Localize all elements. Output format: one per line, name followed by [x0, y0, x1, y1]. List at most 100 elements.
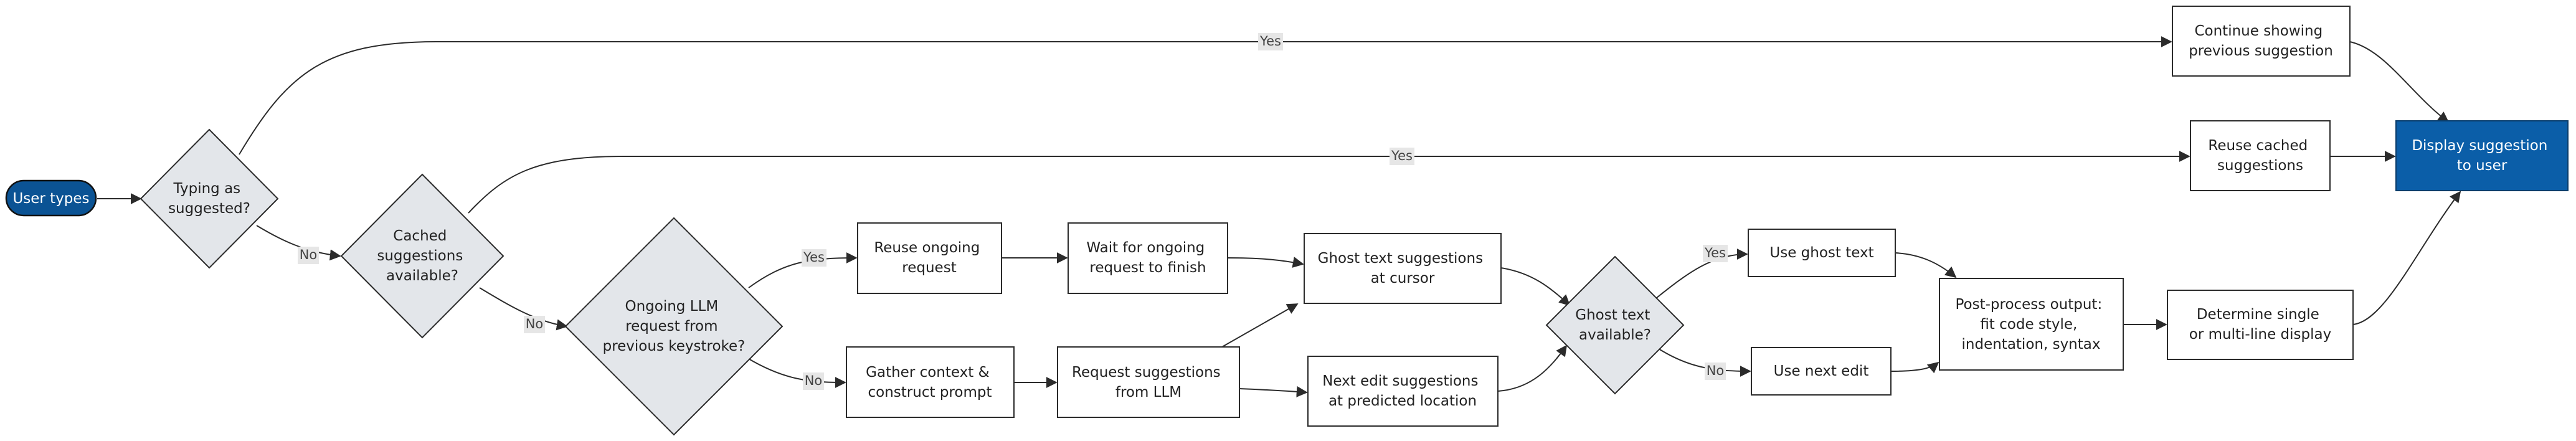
- node-continue-previous: Continue showing previous suggestion: [2172, 6, 2351, 77]
- node-use-ghost-text: Use ghost text: [1748, 229, 1896, 277]
- node-label-line: to user: [2457, 158, 2507, 174]
- svg-text:Reuse cached suggestions: Reuse cached suggestions: [2208, 138, 2312, 174]
- node-label-line: request: [902, 260, 956, 276]
- svg-text:Cached suggestions: Cached suggestions available?: [377, 228, 467, 284]
- node-label-line: construct prompt: [868, 384, 992, 401]
- edge-ghost-cursor-to-available: [1500, 267, 1571, 306]
- node-label-line: Use next edit: [1774, 363, 1869, 379]
- node-label-line: Request suggestions: [1072, 364, 1221, 381]
- svg-text:No: No: [300, 247, 318, 262]
- svg-text:Ghost text available?: Ghost text available?: [1575, 307, 1655, 343]
- node-label-line: previous suggestion: [2189, 43, 2333, 59]
- node-use-next-edit: Use next edit: [1751, 347, 1892, 396]
- node-gather-context: Gather context & construct prompt: [846, 346, 1015, 418]
- node-label-line: request from: [625, 318, 717, 334]
- edge-use-ghost-to-post: [1895, 252, 1957, 278]
- edge-label-cached-no: No: [524, 316, 545, 333]
- node-label-line: from LLM: [1115, 384, 1181, 401]
- node-ghost-text-cursor: Ghost text suggestions at cursor: [1304, 233, 1502, 304]
- svg-text:No: No: [805, 373, 823, 388]
- svg-text:Determine single or mult: Determine single or multi-line display: [2189, 306, 2331, 343]
- node-reuse-cached: Reuse cached suggestions: [2190, 120, 2331, 191]
- node-label-line: User types: [12, 191, 89, 207]
- svg-text:Reuse ongoing request: Reuse ongoing request: [874, 240, 984, 276]
- edge-available-no-to-use-next: [1656, 347, 1751, 377]
- decision-ghost-text-available: Ghost text available?: [1545, 255, 1685, 395]
- node-label-line: previous keystroke?: [603, 338, 746, 354]
- node-wait-ongoing: Wait for ongoing request to finish: [1068, 222, 1228, 294]
- svg-text:Yes: Yes: [1704, 245, 1726, 260]
- node-label-line: Post-process output:: [1955, 296, 2102, 313]
- decision-ongoing-request: Ongoing LLM request from previous keystr…: [564, 217, 784, 436]
- svg-text:Typing as suggested?: Typing as suggested?: [168, 181, 250, 217]
- svg-text:Request suggestions from: Request suggestions from LLM: [1072, 364, 1225, 401]
- edge-typing-yes-to-continue: [239, 36, 2172, 155]
- edge-label-ghost-no: No: [1705, 363, 1726, 380]
- svg-text:Display suggestion to us: Display suggestion to user: [2412, 138, 2552, 174]
- svg-text:Yes: Yes: [803, 250, 825, 265]
- node-label-line: Typing as: [173, 181, 241, 197]
- edge-cached-yes-to-reuse-cached: [468, 151, 2190, 214]
- edge-continue-to-display: [2349, 41, 2450, 123]
- node-label-line: Display suggestion: [2412, 138, 2547, 154]
- node-determine-display: Determine single or multi-line display: [2167, 290, 2354, 360]
- node-label-line: indentation, syntax: [1962, 336, 2101, 353]
- svg-text:Use next edit: Use next edit: [1774, 363, 1869, 379]
- node-reuse-ongoing-request: Reuse ongoing request: [857, 222, 1002, 294]
- node-label-line: suggestions: [377, 248, 463, 264]
- node-label-line: Reuse ongoing: [874, 240, 980, 256]
- node-label-line: fit code style,: [1980, 316, 2077, 333]
- node-label-line: Cached: [393, 228, 447, 244]
- edge-label-cached-yes: Yes: [1390, 148, 1414, 165]
- node-label-line: Wait for ongoing: [1086, 240, 1205, 256]
- edge-label-typing-no: No: [298, 247, 319, 264]
- edges: [97, 36, 2461, 397]
- node-label-line: Ongoing LLM: [625, 298, 718, 315]
- node-label-line: at predicted location: [1328, 393, 1477, 409]
- node-label-line: Reuse cached: [2208, 138, 2308, 154]
- edge-use-next-to-post: [1890, 361, 1939, 374]
- svg-text:Yes: Yes: [1391, 148, 1413, 163]
- edge-request-to-next-edit: [1239, 386, 1308, 397]
- edge-label-ghost-yes: Yes: [1703, 245, 1728, 262]
- edge-label-ongoing-yes: Yes: [802, 249, 826, 267]
- svg-text:Next edit suggestions at: Next edit suggestions at predicted locat…: [1322, 373, 1483, 409]
- node-label-line: or multi-line display: [2189, 326, 2331, 343]
- node-request-llm: Request suggestions from LLM: [1057, 346, 1240, 418]
- edge-wait-to-ghost-cursor: [1227, 257, 1304, 268]
- edge-typing-no-to-cached: [256, 225, 341, 261]
- decision-cached-suggestions: Cached suggestions available?: [340, 173, 504, 339]
- svg-text:Yes: Yes: [1259, 34, 1281, 49]
- edge-ongoing-yes-to-reuse-ongoing: [748, 252, 858, 288]
- svg-text:Use ghost text: Use ghost text: [1769, 245, 1873, 261]
- svg-text:Wait for ongoing request: Wait for ongoing request to finish: [1086, 240, 1209, 276]
- edge-cached-no-to-ongoing: [479, 287, 568, 331]
- edge-label-typing-yes: Yes: [1258, 33, 1283, 50]
- edge-available-yes-to-use-ghost: [1656, 249, 1748, 298]
- node-display-suggestion: Display suggestion to user: [2395, 120, 2569, 191]
- node-label-line: Gather context &: [866, 364, 989, 381]
- svg-text:Continue showing previou: Continue showing previous suggestion: [2189, 23, 2333, 59]
- node-label-line: request to finish: [1089, 260, 1206, 276]
- edge-next-edit-to-available: [1497, 344, 1568, 392]
- node-post-process: Post-process output: fit code style, ind…: [1939, 278, 2124, 371]
- svg-text:No: No: [526, 316, 544, 331]
- node-label-line: suggestions: [2217, 158, 2303, 174]
- svg-text:Gather context & constru: Gather context & construct prompt: [866, 364, 994, 401]
- node-label-line: available?: [386, 268, 458, 284]
- node-label-line: Ghost text suggestions: [1318, 250, 1483, 267]
- edge-label-ongoing-no: No: [803, 372, 824, 390]
- node-label-line: available?: [1579, 327, 1651, 343]
- svg-text:User types: User types: [12, 191, 89, 207]
- svg-text:Post-process output: fit: Post-process output: fit code style, ind…: [1955, 296, 2106, 353]
- svg-text:Ghost text suggestions a: Ghost text suggestions at cursor: [1318, 250, 1488, 287]
- svg-text:Ongoing LLM request from: Ongoing LLM request from previous keystr…: [603, 298, 746, 354]
- node-label-line: Continue showing: [2194, 23, 2323, 39]
- edge-ongoing-no-to-gather: [748, 358, 846, 388]
- node-label-line: at cursor: [1371, 270, 1435, 287]
- node-label-line: Next edit suggestions: [1322, 373, 1478, 389]
- node-label-line: Determine single: [2197, 306, 2319, 323]
- edge-request-to-ghost-cursor: [1221, 303, 1299, 348]
- node-next-edit-predicted: Next edit suggestions at predicted locat…: [1307, 356, 1499, 427]
